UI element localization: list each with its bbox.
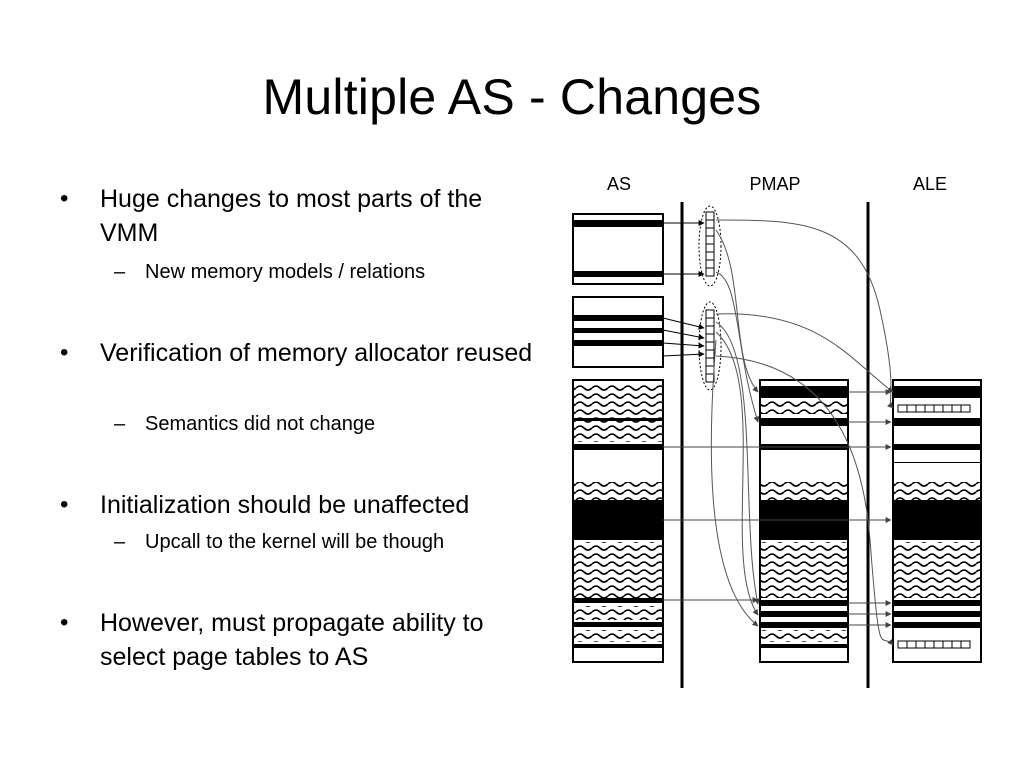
bullet-marker: •	[60, 609, 69, 636]
address-space-diagram: AS PMAP ALE	[572, 174, 982, 688]
column-header-as: AS	[607, 174, 631, 194]
bullet-marker: •	[60, 185, 69, 212]
bullet-text: However, must propagate ability to selec…	[100, 609, 484, 671]
bullet-text: Initialization should be unaffected	[100, 491, 470, 519]
sub-bullet-marker: –	[114, 413, 126, 435]
sub-bullet-text: Semantics did not change	[145, 413, 376, 435]
sub-bullet-marker: –	[114, 261, 126, 283]
as-to-pmap-arrows	[662, 220, 705, 358]
pmap-entry-stack-1	[698, 205, 722, 287]
sub-bullet-text: Upcall to the kernel will be though	[145, 531, 445, 553]
slide-title: Multiple AS - Changes	[262, 69, 762, 125]
pmap-block	[759, 379, 849, 663]
bullet-text: Verification of memory allocator reused	[100, 339, 533, 367]
column-header-pmap: PMAP	[749, 174, 800, 194]
sub-bullet-marker: –	[114, 531, 126, 553]
bullet-text: Huge changes to most parts of the VMM	[100, 185, 483, 247]
ale-block	[892, 379, 982, 663]
curved-arrows	[710, 219, 894, 646]
bullet-marker: •	[60, 491, 69, 518]
column-header-ale: ALE	[913, 174, 947, 194]
bullet-marker: •	[60, 339, 69, 366]
horizontal-arrows	[663, 389, 892, 628]
as-block-1	[572, 213, 664, 285]
sub-bullet-text: New memory models / relations	[145, 261, 426, 283]
as-block-2	[572, 296, 664, 368]
as-block-3	[572, 379, 664, 663]
pmap-entry-stack-2	[698, 301, 722, 391]
